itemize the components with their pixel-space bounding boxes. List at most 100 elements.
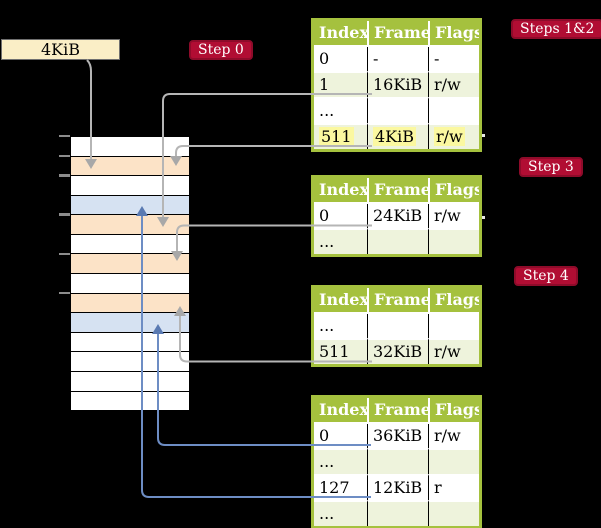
memory-row	[71, 137, 189, 156]
cell-flags	[428, 97, 479, 123]
cell-index: ...	[314, 228, 367, 254]
cell-index: 0	[314, 204, 367, 228]
table-row-highlighted: 511 4KiB r/w	[314, 123, 479, 149]
cell-index: ...	[314, 314, 367, 338]
cell-frame: 16KiB	[367, 71, 428, 97]
cell-index: 511	[314, 123, 367, 149]
badge-step4: Step 4	[514, 266, 578, 286]
cell-frame	[367, 500, 428, 526]
tick-mark	[59, 291, 70, 295]
page-table-step-4: Index Frame Flags ... 511 32KiB r/w	[311, 285, 482, 367]
header-index: Index	[314, 21, 367, 47]
cell-flags	[428, 500, 479, 526]
memory-row	[71, 390, 189, 411]
frame-size-label: 4KiB	[40, 40, 80, 59]
header-index: Index	[314, 288, 367, 314]
cell-flags: -	[428, 47, 479, 71]
frame-size-box: 4KiB	[1, 39, 120, 60]
table-row: 127 12KiB r	[314, 474, 479, 500]
cell-flags	[428, 448, 479, 474]
cell-index: 127	[314, 474, 367, 500]
memory-row	[71, 214, 189, 234]
memory-row	[71, 194, 189, 215]
tick-mark	[59, 135, 70, 138]
page-table-final: Index Frame Flags 0 36KiB r/w ... 127 12…	[311, 395, 482, 528]
cell-flags: r/w	[428, 123, 479, 149]
tick-mark	[59, 154, 70, 157]
header-frame: Frame	[367, 288, 428, 314]
table-header-row: Index Frame Flags	[314, 398, 479, 424]
cell-index: ...	[314, 97, 367, 123]
table-row: ...	[314, 97, 479, 123]
cell-frame	[367, 228, 428, 254]
tick-mark	[59, 252, 70, 255]
cell-frame: 32KiB	[367, 338, 428, 364]
cell-index: ...	[314, 448, 367, 474]
cell-frame	[367, 314, 428, 338]
cell-index: 0	[314, 47, 367, 71]
memory-row	[71, 233, 189, 254]
table-row: ...	[314, 448, 479, 474]
cell-index: 0	[314, 424, 367, 448]
memory-row	[71, 312, 189, 332]
header-frame: Frame	[367, 21, 428, 47]
cell-flags: r/w	[428, 204, 479, 228]
table-header-row: Index Frame Flags	[314, 178, 479, 204]
badge-step0-label: Step 0	[198, 42, 244, 58]
row-marker	[479, 134, 485, 137]
highlight: 511	[319, 127, 354, 146]
memory-row	[71, 331, 189, 352]
badge-step3: Step 3	[519, 157, 583, 177]
table-row: ...	[314, 500, 479, 526]
cell-frame: 36KiB	[367, 424, 428, 448]
header-flags: Flags	[428, 178, 479, 204]
header-flags: Flags	[428, 21, 479, 47]
cell-frame	[367, 97, 428, 123]
header-frame: Frame	[367, 178, 428, 204]
memory-row	[71, 351, 189, 371]
cell-frame: -	[367, 47, 428, 71]
cell-flags	[428, 228, 479, 254]
physical-memory-column	[70, 136, 190, 411]
table-row: 0 24KiB r/w	[314, 204, 479, 228]
memory-row	[71, 292, 189, 313]
cell-flags	[428, 314, 479, 338]
header-frame: Frame	[367, 398, 428, 424]
cell-flags: r/w	[428, 71, 479, 97]
memory-row	[71, 155, 189, 176]
badge-step0: Step 0	[189, 40, 253, 60]
table-row: 0 36KiB r/w	[314, 424, 479, 448]
cell-frame	[367, 448, 428, 474]
highlight: 4KiB	[373, 127, 417, 146]
page-table-step-3: Index Frame Flags 0 24KiB r/w ...	[311, 175, 482, 257]
badge-steps-1-2-label: Steps 1&2	[520, 21, 595, 37]
cell-flags: r	[428, 474, 479, 500]
cell-frame: 24KiB	[367, 204, 428, 228]
row-marker	[479, 216, 485, 219]
badge-step3-label: Step 3	[528, 159, 574, 175]
table-row: 0 - -	[314, 47, 479, 71]
badge-step4-label: Step 4	[523, 268, 569, 284]
table-row: 511 32KiB r/w	[314, 338, 479, 364]
cell-frame: 12KiB	[367, 474, 428, 500]
tick-mark	[59, 213, 70, 216]
cell-flags: r/w	[428, 338, 479, 364]
cell-frame: 4KiB	[367, 123, 428, 149]
header-index: Index	[314, 398, 367, 424]
cell-flags: r/w	[428, 424, 479, 448]
memory-row	[71, 253, 189, 274]
cell-index: 1	[314, 71, 367, 97]
table-row: ...	[314, 314, 479, 338]
header-index: Index	[314, 178, 367, 204]
page-table-steps-1-2: Index Frame Flags 0 - - 1 16KiB r/w ...	[311, 18, 482, 152]
memory-row	[71, 175, 189, 195]
header-flags: Flags	[428, 398, 479, 424]
header-flags: Flags	[428, 288, 479, 314]
table-row: ...	[314, 228, 479, 254]
cell-index: ...	[314, 500, 367, 526]
memory-row	[71, 370, 189, 391]
table-header-row: Index Frame Flags	[314, 288, 479, 314]
memory-row	[71, 273, 189, 293]
badge-steps-1-2: Steps 1&2	[511, 19, 601, 39]
